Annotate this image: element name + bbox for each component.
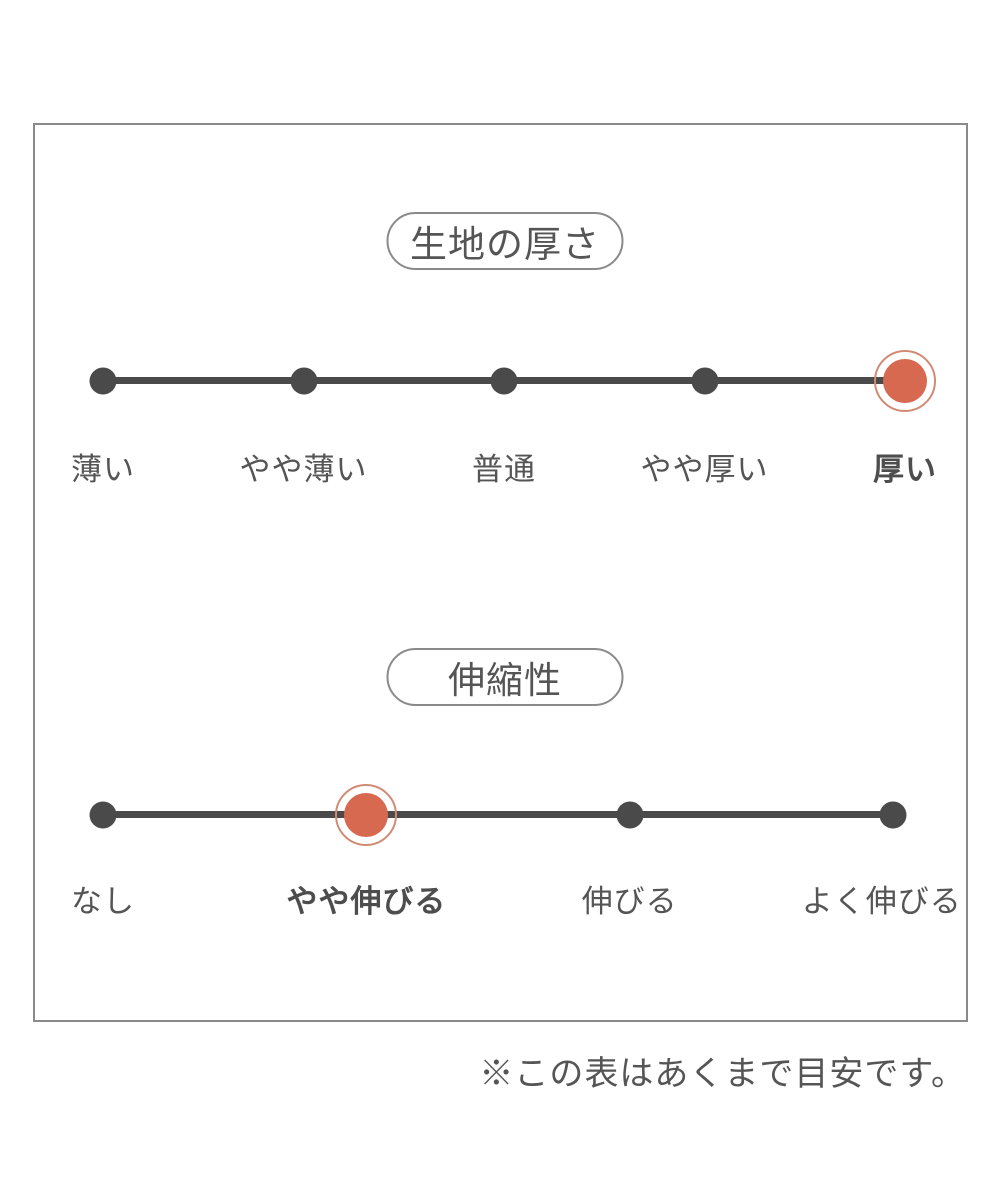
scale-dot xyxy=(290,367,317,394)
stretch-title-pill: 伸縮性 xyxy=(386,648,624,706)
scale-option-label: 薄い xyxy=(71,452,135,487)
scale-dot xyxy=(616,801,644,828)
stretch-labels: なし やや伸びる 伸びる よく伸びる xyxy=(71,876,961,920)
stretch-track xyxy=(89,783,907,846)
scale-option-label: 普通 xyxy=(472,452,536,487)
thickness-title-pill: 生地の厚さ xyxy=(386,212,624,270)
disclaimer-note: ※この表はあくまで目安です。 xyxy=(479,1055,966,1093)
scale-dot xyxy=(89,801,117,828)
thickness-labels: 薄い やや薄い 普通 やや厚い 厚い xyxy=(71,444,936,488)
thickness-title: 生地の厚さ xyxy=(410,224,600,265)
spec-frame xyxy=(33,123,968,1022)
selected-dot-marker xyxy=(335,783,398,846)
selected-dot-marker xyxy=(874,349,936,412)
scale-option-label: やや薄い xyxy=(239,452,368,487)
thickness-track xyxy=(89,349,936,412)
scale-dot xyxy=(879,801,907,828)
scale-option-label: やや伸びる xyxy=(286,884,447,919)
stretch-title: 伸縮性 xyxy=(448,660,562,701)
scale-dot xyxy=(89,367,117,394)
scale-dot xyxy=(691,367,718,394)
scale-option-label: 厚い xyxy=(873,452,937,487)
scale-option-label: よく伸びる xyxy=(801,884,962,919)
scale-option-label: 伸びる xyxy=(581,884,678,919)
scale-dot xyxy=(490,367,518,394)
scale-option-label: なし xyxy=(71,884,135,919)
scale-option-label: やや厚い xyxy=(640,452,769,487)
